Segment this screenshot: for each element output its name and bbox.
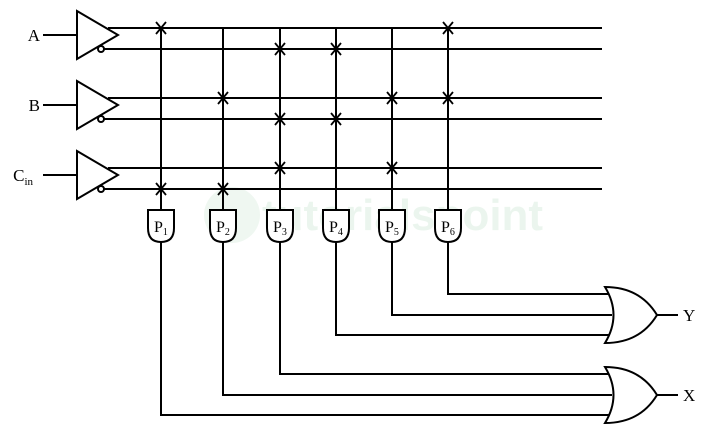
connection-cross-icon [274, 112, 286, 126]
input-label-C: Cin [13, 166, 33, 188]
connection-cross-icon [217, 91, 229, 105]
or-gate-Y [603, 285, 659, 345]
connection-cross-icon [386, 161, 398, 175]
inverter-bubble-icon [97, 45, 105, 53]
product-wire-5-to-Y [391, 242, 612, 316]
watermark: tutorialspoint [204, 187, 543, 243]
input-label-A: A [28, 26, 41, 45]
input-label-B: B [29, 96, 40, 115]
product-wire-2-to-X [222, 242, 612, 396]
connection-cross-icon [442, 91, 454, 105]
connection-cross-icon [330, 42, 342, 56]
connection-cross-icon [330, 112, 342, 126]
product-wire-4-to-Y [335, 242, 612, 336]
output-label-Y: Y [683, 306, 695, 325]
connection-cross-icon [217, 182, 229, 196]
connection-cross-icon [386, 91, 398, 105]
connection-cross-icon [155, 182, 167, 196]
or-gate-X [603, 365, 659, 425]
product-wire-3-to-X [279, 242, 612, 375]
buffer-A [76, 9, 120, 61]
product-wire-1-to-X [160, 242, 612, 416]
connection-cross-icon [274, 42, 286, 56]
inverter-bubble-icon [97, 185, 105, 193]
connection-cross-icon [155, 21, 167, 35]
product-wire-6-to-Y [447, 242, 612, 295]
buffer-C [76, 149, 120, 201]
inverter-bubble-icon [97, 115, 105, 123]
output-label-X: X [683, 386, 695, 405]
buffer-B [76, 79, 120, 131]
connection-cross-icon [274, 161, 286, 175]
connection-cross-icon [442, 21, 454, 35]
